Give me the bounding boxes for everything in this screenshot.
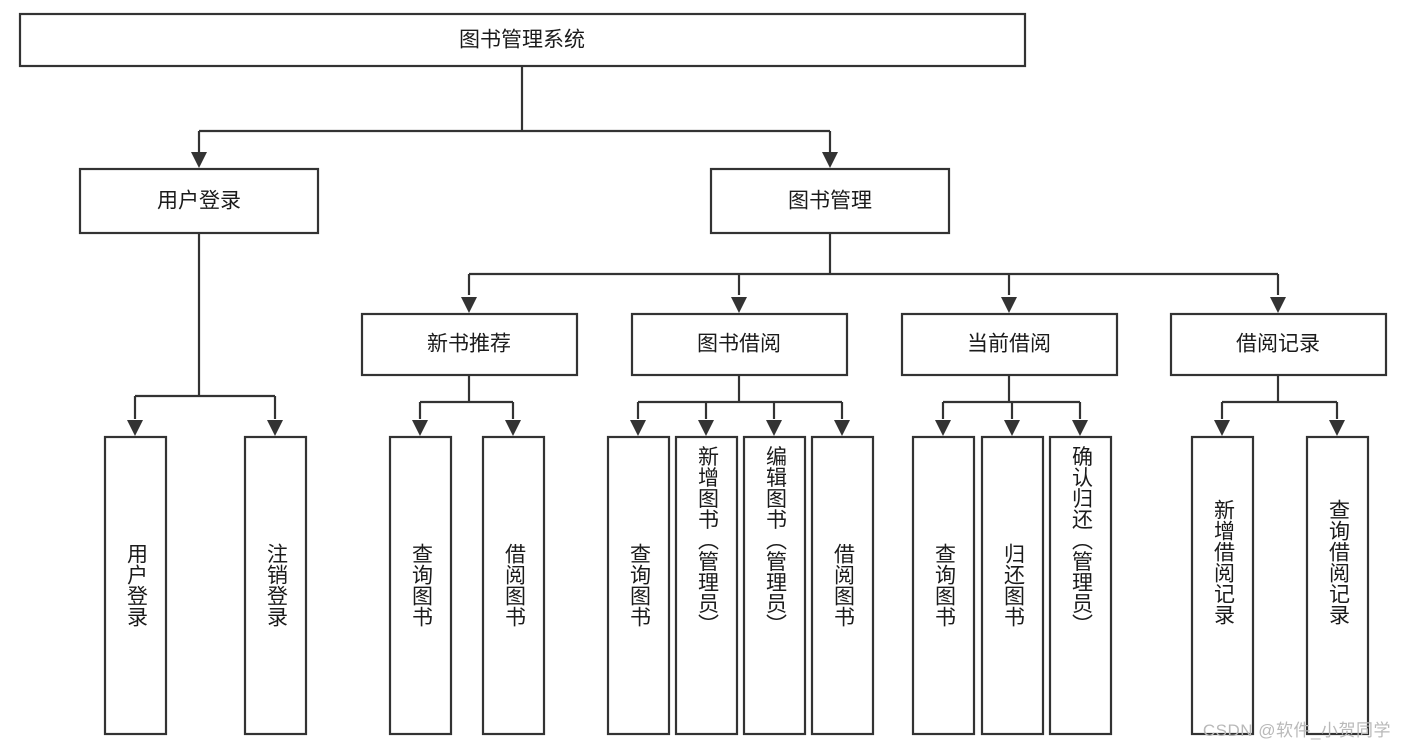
node-user-login-box[interactable]: [78, 167, 320, 235]
node-leaf-query-record[interactable]: 查询借阅记录: [1305, 435, 1370, 736]
node-leaf-edit-book[interactable]: 编辑图书（管理员）: [742, 435, 807, 736]
arrow-leaf-query-book-3: [935, 420, 951, 436]
node-leaf-user-logout-label: 注销登录: [264, 543, 288, 627]
connector-layer: [127, 66, 1345, 436]
node-book-manage-label: 图书管理: [788, 190, 872, 213]
arrow-to-book-manage: [822, 152, 838, 168]
node-root-label: 图书管理系统: [459, 29, 585, 52]
node-book-manage[interactable]: 图书管理: [709, 167, 951, 235]
node-leaf-borrow-book-1[interactable]: 借阅图书: [481, 435, 546, 736]
arrow-to-book-borrow: [731, 297, 747, 313]
node-leaf-borrow-book-2-label: 借阅图书: [831, 543, 855, 627]
node-book-borrow[interactable]: 图书借阅: [630, 312, 849, 377]
node-leaf-query-book-1-label: 查询图书: [409, 543, 433, 627]
node-leaf-return-book[interactable]: 归还图书: [980, 435, 1045, 736]
node-leaf-borrow-book-2[interactable]: 借阅图书: [810, 435, 875, 736]
node-user-login-label: 用户登录: [157, 190, 241, 213]
node-leaf-query-book-1[interactable]: 查询图书: [388, 435, 453, 736]
node-leaf-add-book[interactable]: 新增图书（管理员）: [674, 435, 739, 736]
arrow-leaf-query-book-1: [412, 420, 428, 436]
arrow-to-borrow-record: [1270, 297, 1286, 313]
node-leaf-user-login[interactable]: 用户登录: [103, 435, 168, 736]
node-leaf-add-record[interactable]: 新增借阅记录: [1190, 435, 1255, 736]
arrow-leaf-edit-book: [766, 420, 782, 436]
node-leaf-query-book-3[interactable]: 查询图书: [911, 435, 976, 736]
node-book-manage-box[interactable]: [709, 167, 951, 235]
node-leaf-borrow-book-1-label: 借阅图书: [502, 543, 526, 627]
node-leaf-return-book-box[interactable]: [980, 435, 1045, 736]
node-current-borrow[interactable]: 当前借阅: [900, 312, 1119, 377]
node-borrow-record-label: 借阅记录: [1236, 333, 1320, 356]
node-leaf-user-login-label: 用户登录: [124, 543, 148, 627]
node-leaf-user-logout[interactable]: 注销登录: [243, 435, 308, 736]
node-borrow-record[interactable]: 借阅记录: [1169, 312, 1388, 377]
node-leaf-add-book-label: 新增图书（管理员）: [695, 446, 719, 635]
node-current-borrow-box[interactable]: [900, 312, 1119, 377]
node-root[interactable]: 图书管理系统: [18, 12, 1027, 68]
node-leaf-add-record-box[interactable]: [1190, 435, 1255, 736]
node-book-borrow-label: 图书借阅: [697, 333, 781, 356]
arrow-leaf-confirm-return: [1072, 420, 1088, 436]
node-leaf-borrow-book-1-box[interactable]: [481, 435, 546, 736]
node-leaf-confirm-return[interactable]: 确认归还（管理员）: [1048, 435, 1113, 736]
arrow-leaf-borrow-book-1: [505, 420, 521, 436]
node-new-book-rec-box[interactable]: [360, 312, 579, 377]
node-leaf-query-record-label: 查询借阅记录: [1326, 499, 1350, 625]
node-new-book-rec-label: 新书推荐: [427, 333, 511, 356]
arrow-leaf-user-logout: [267, 420, 283, 436]
node-current-borrow-label: 当前借阅: [967, 333, 1051, 356]
arrow-to-current-borrow: [1001, 297, 1017, 313]
node-leaf-query-book-2-box[interactable]: [606, 435, 671, 736]
node-leaf-query-record-box[interactable]: [1305, 435, 1370, 736]
node-root-box[interactable]: [18, 12, 1027, 68]
node-leaf-query-book-1-box[interactable]: [388, 435, 453, 736]
arrow-leaf-query-record: [1329, 420, 1345, 436]
arrow-to-user-login: [191, 152, 207, 168]
node-leaf-edit-book-label: 编辑图书（管理员）: [763, 446, 787, 635]
node-book-borrow-box[interactable]: [630, 312, 849, 377]
arrow-to-new-book-rec: [461, 297, 477, 313]
node-leaf-add-book-box[interactable]: [674, 435, 739, 736]
arrow-leaf-add-book: [698, 420, 714, 436]
arrow-leaf-return-book: [1004, 420, 1020, 436]
node-user-login[interactable]: 用户登录: [78, 167, 320, 235]
node-leaf-user-login-box[interactable]: [103, 435, 168, 736]
node-leaf-query-book-2-label: 查询图书: [627, 543, 651, 627]
node-leaf-confirm-return-box[interactable]: [1048, 435, 1113, 736]
node-leaf-add-record-label: 新增借阅记录: [1211, 499, 1235, 625]
node-new-book-rec[interactable]: 新书推荐: [360, 312, 579, 377]
node-leaf-query-book-3-label: 查询图书: [932, 543, 956, 627]
node-leaf-edit-book-box[interactable]: [742, 435, 807, 736]
node-leaf-borrow-book-2-box[interactable]: [810, 435, 875, 736]
node-leaf-return-book-label: 归还图书: [1001, 543, 1025, 627]
arrow-leaf-add-record: [1214, 420, 1230, 436]
node-borrow-record-box[interactable]: [1169, 312, 1388, 377]
node-leaf-query-book-3-box[interactable]: [911, 435, 976, 736]
node-leaf-query-book-2[interactable]: 查询图书: [606, 435, 671, 736]
arrow-leaf-borrow-book-2: [834, 420, 850, 436]
node-leaf-confirm-return-label: 确认归还（管理员）: [1069, 446, 1093, 635]
arrow-leaf-query-book-2: [630, 420, 646, 436]
arrow-leaf-user-login: [127, 420, 143, 436]
node-leaf-user-logout-box[interactable]: [243, 435, 308, 736]
